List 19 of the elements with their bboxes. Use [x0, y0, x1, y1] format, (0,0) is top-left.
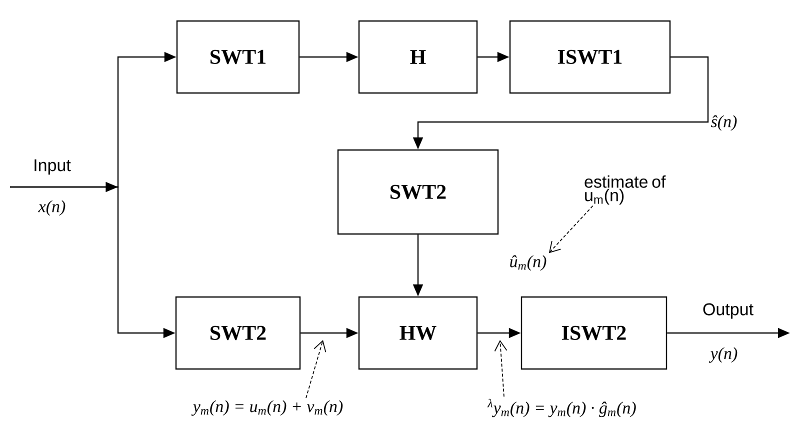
leader-arrow — [548, 205, 594, 254]
edge-label: Output — [701, 302, 755, 320]
annotation-text: estimate of u$_{m}$(n) — [584, 175, 666, 205]
edge-label: Input — [32, 158, 72, 176]
process-box: HW — [358, 296, 478, 370]
process-box: SWT2 — [337, 149, 499, 235]
leader-arrow — [306, 340, 326, 398]
equation-label: y$_{m}$(n) = u$_{m}$(n) + v$_{m}$(n) — [191, 400, 343, 416]
process-box: ISWT1 — [509, 20, 671, 94]
equation-label: $^{λ}$y$_{m}$(n) = y$_{m}$(n) · ĝ$_{m}$(n) — [487, 398, 636, 418]
signal-label: x(n) — [37, 199, 67, 217]
process-box: ISWT2 — [520, 296, 668, 370]
process-box: SWT2 — [175, 296, 301, 370]
signal-label: ŝ(n) — [710, 114, 738, 132]
process-box: H — [358, 20, 478, 94]
leader-arrow — [494, 340, 508, 398]
process-box: SWT1 — [176, 20, 300, 94]
signal-label: û$_{m}$(n) — [510, 255, 546, 271]
signal-label: y(n) — [708, 346, 739, 364]
